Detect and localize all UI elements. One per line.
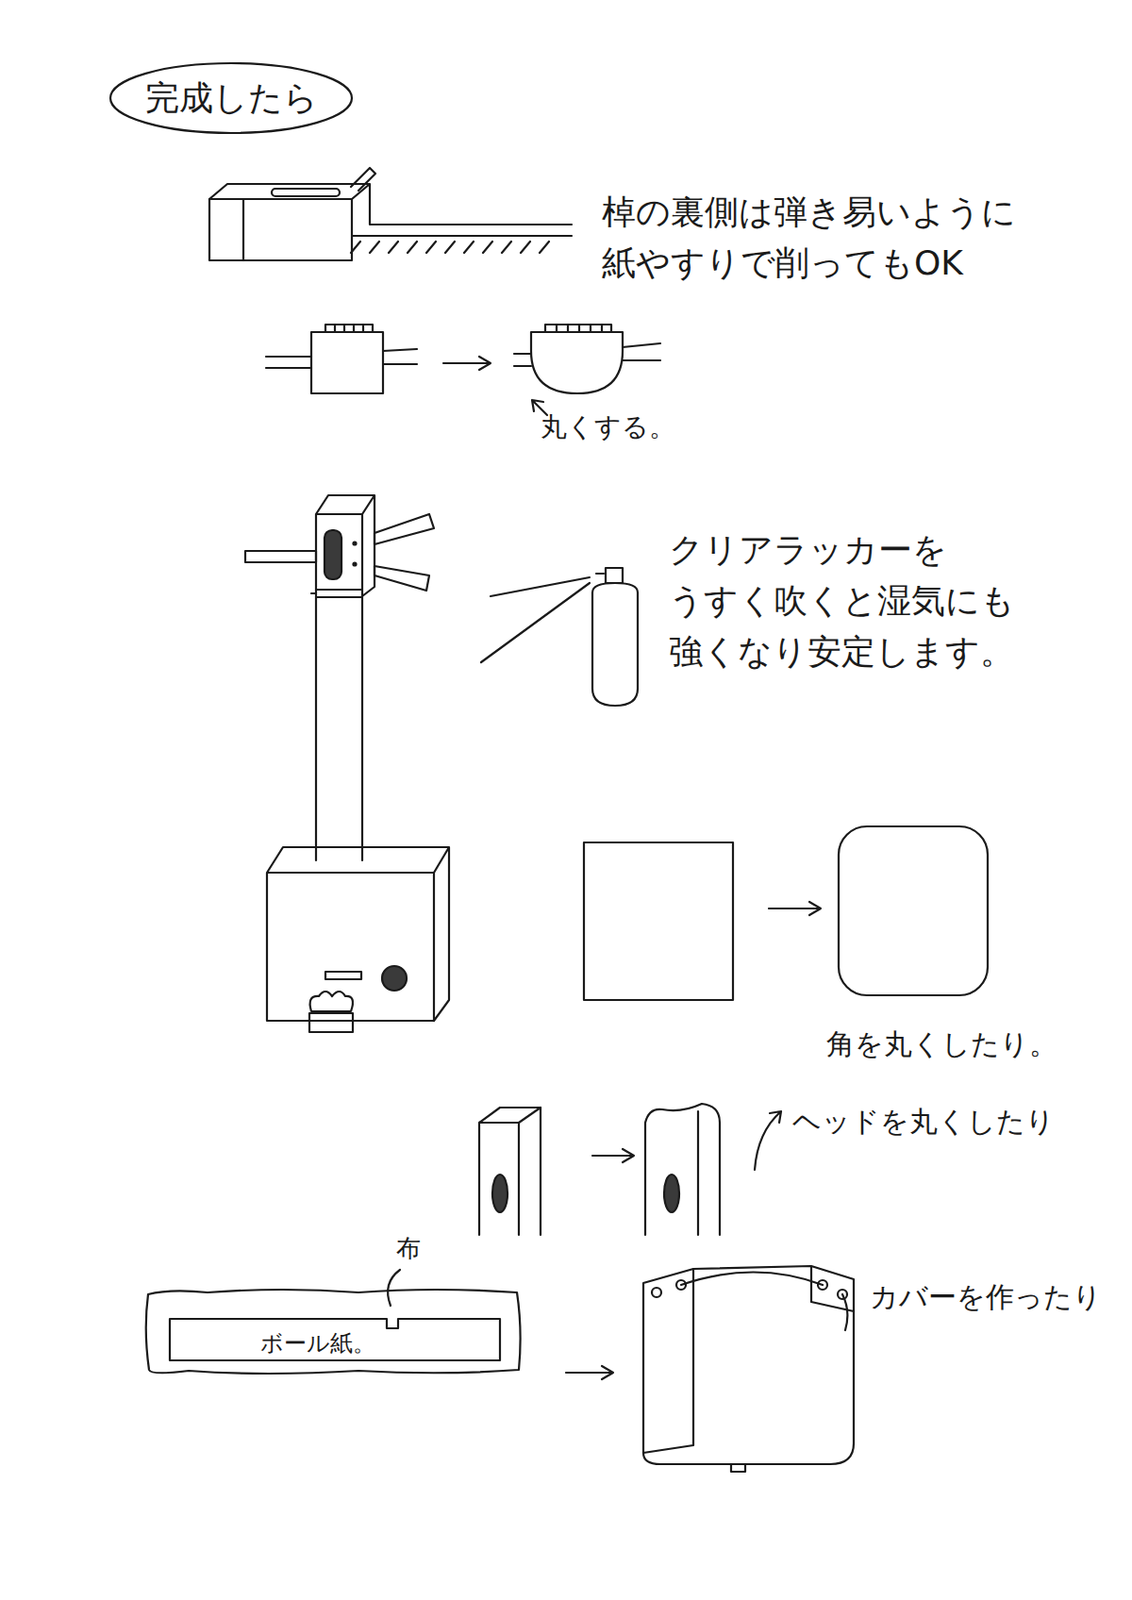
curved-arrow <box>754 1111 782 1170</box>
corner-sketch <box>583 826 988 1000</box>
arrow <box>592 1148 634 1163</box>
note: ヘッドを丸くしたり <box>792 1099 1055 1143</box>
nozzle <box>605 567 623 583</box>
peg-box-slot <box>664 1174 680 1213</box>
box-end-face <box>209 199 244 261</box>
cloth-outline <box>146 1289 521 1374</box>
title: 完成したら <box>145 75 318 122</box>
head-sketch <box>479 1103 782 1235</box>
peg-box-slot <box>324 530 342 580</box>
rounded-head <box>645 1103 720 1235</box>
tailpiece <box>309 1013 353 1033</box>
peg <box>374 514 434 545</box>
spray-lines <box>481 577 590 663</box>
body <box>266 847 450 1021</box>
slot <box>325 971 362 980</box>
peg-hole <box>351 561 357 566</box>
part-name: 布 <box>396 1230 421 1267</box>
neck-end-sketch <box>209 167 572 261</box>
note: 角を丸くしたり。 <box>826 1022 1058 1066</box>
part-name: ボール紙。 <box>260 1326 376 1361</box>
note: クリアラッカーを うすく吹くと湿気にも 強くなり安定します。 <box>668 524 1043 678</box>
note: 棹の裏側は弾き易いように 紙やすりで削ってもOK <box>601 186 1031 289</box>
square-section <box>311 332 383 394</box>
note: 丸くする。 <box>540 407 676 448</box>
cord <box>681 1272 848 1332</box>
neck <box>316 495 375 861</box>
cover-flap <box>643 1268 694 1453</box>
bridge <box>310 991 353 1012</box>
tab <box>731 1464 746 1472</box>
neck-section-sketch <box>266 324 661 416</box>
strings <box>514 343 661 367</box>
peg-hole <box>351 540 357 546</box>
strings <box>266 349 417 368</box>
peg <box>245 550 317 563</box>
leader-line <box>387 1269 400 1306</box>
rounded-plate <box>838 826 988 996</box>
shamisen-sketch <box>245 495 450 1033</box>
square-plate <box>583 842 733 1000</box>
box-body <box>209 183 572 261</box>
arrow <box>443 356 491 370</box>
sound-hole <box>382 965 407 991</box>
slot <box>271 188 340 197</box>
arrow <box>768 901 821 916</box>
snap <box>651 1287 662 1298</box>
nut <box>311 589 363 598</box>
cover-body <box>643 1265 854 1465</box>
note: カバーを作ったり <box>869 1275 1003 1318</box>
cardboard-outline <box>169 1318 500 1361</box>
nozzle-tip <box>596 572 604 575</box>
title-oval <box>110 63 352 134</box>
sanding-hatch <box>350 241 550 253</box>
peg <box>374 566 430 591</box>
spray-can <box>481 567 638 706</box>
cover-sketch <box>146 1265 854 1472</box>
peg <box>350 167 376 191</box>
fret-top <box>545 324 612 333</box>
can <box>592 582 638 706</box>
rounded-section <box>531 332 623 394</box>
square-head <box>479 1107 541 1235</box>
arrow <box>566 1365 614 1380</box>
peg-box-slot <box>492 1174 508 1213</box>
fret-top <box>325 324 373 333</box>
